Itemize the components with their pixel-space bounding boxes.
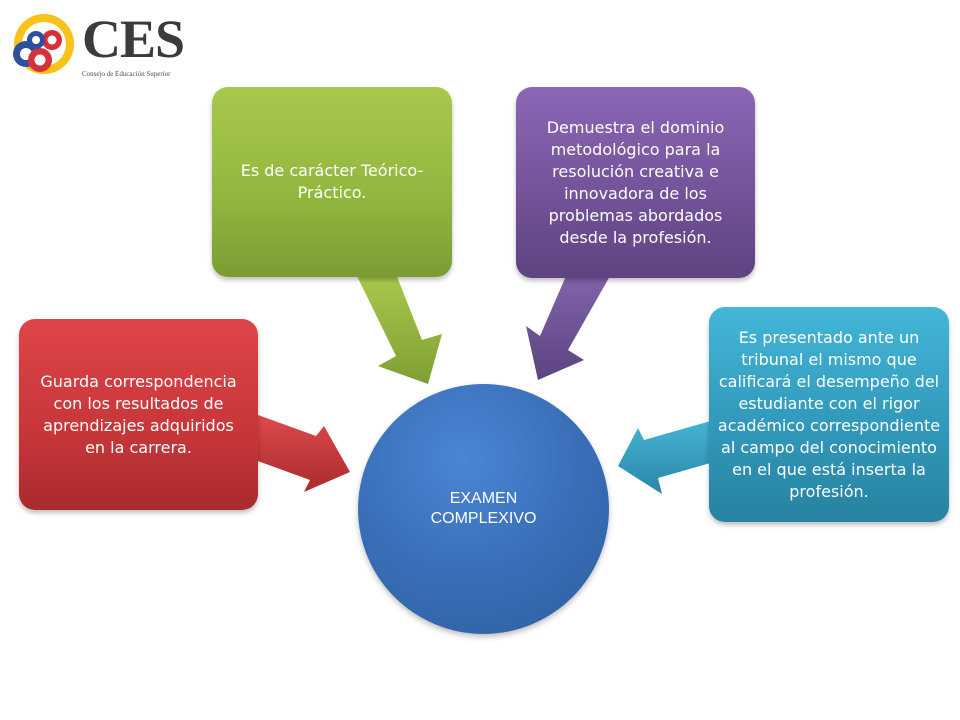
node-box-green: Es de carácter Teórico-Práctico. (212, 87, 452, 277)
arrow-red (244, 412, 350, 492)
node-box-red: Guarda correspondencia con los resultado… (19, 319, 258, 510)
center-label: EXAMEN COMPLEXIVO (430, 490, 537, 527)
center-circle: EXAMEN COMPLEXIVO (358, 384, 609, 634)
arrow-green (356, 274, 442, 384)
node-box-teal: Es presentado ante un tribunal el mismo … (709, 307, 949, 522)
logo-subtitle: Consejo de Educación Superior (82, 70, 171, 78)
node-text-teal: Es presentado ante un tribunal el mismo … (717, 327, 941, 501)
ces-logo: CES Consejo de Educación Superior (8, 8, 188, 88)
ces-logo-mark-icon (13, 14, 74, 74)
arrow-purple (526, 276, 610, 380)
node-text-green: Es de carácter Teórico-Práctico. (240, 161, 424, 202)
node-text-red: Guarda correspondencia con los resultado… (40, 371, 237, 457)
logo-wordmark: CES (82, 9, 185, 69)
node-box-purple: Demuestra el dominio metodológico para l… (516, 87, 755, 278)
node-text-purple: Demuestra el dominio metodológico para l… (546, 117, 725, 247)
arrow-teal (618, 420, 714, 494)
